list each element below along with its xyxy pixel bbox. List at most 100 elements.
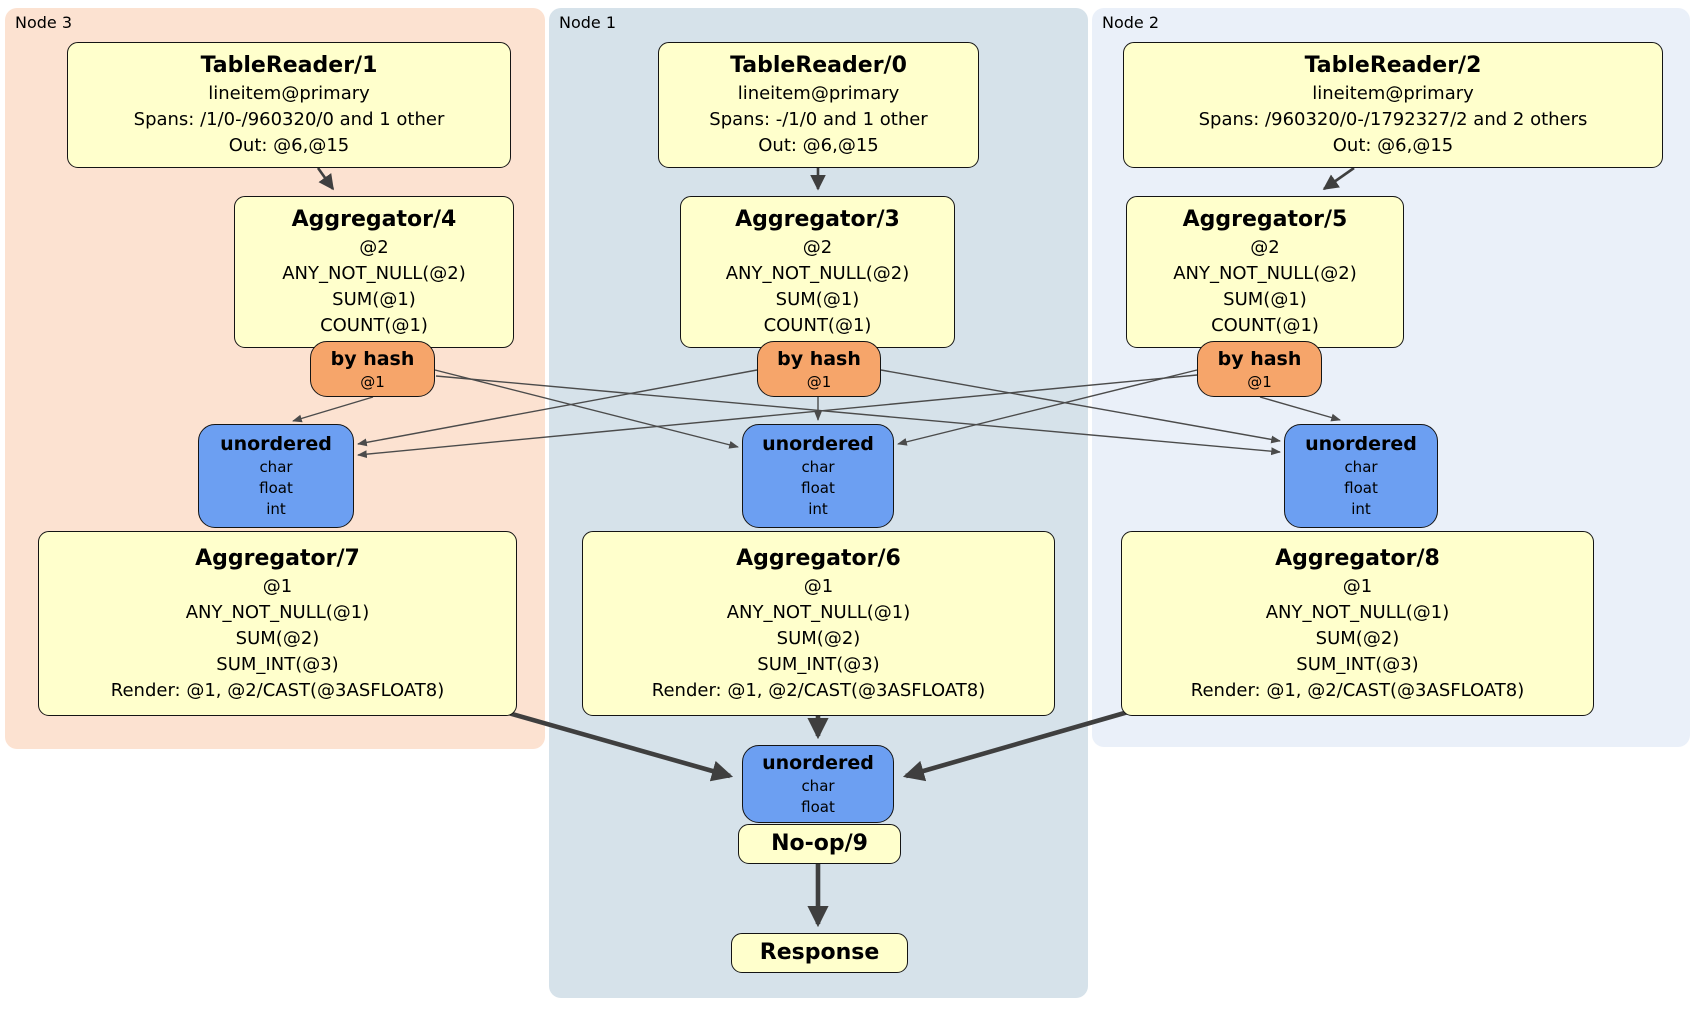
- box-line: SUM_INT(@3): [757, 653, 880, 675]
- sync-unordered-node3: unordered char float int: [198, 424, 354, 528]
- box-title: TableReader/1: [200, 53, 378, 78]
- box-line: Render: @1, @2/CAST(@3ASFLOAT8): [110, 679, 445, 701]
- processor-aggregator-7: Aggregator/7 @1 ANY_NOT_NULL(@1) SUM(@2)…: [38, 531, 517, 716]
- edge-router3-sync1: [434, 369, 739, 449]
- box-title: TableReader/2: [1304, 53, 1482, 78]
- edge-router2-sync1: [897, 369, 1198, 446]
- box-line: ANY_NOT_NULL(@1): [1265, 601, 1450, 623]
- processor-aggregator-8: Aggregator/8 @1 ANY_NOT_NULL(@1) SUM(@2)…: [1121, 531, 1594, 716]
- box-line: lineitem@primary: [737, 83, 900, 104]
- box-line: @2: [359, 237, 389, 258]
- box-line: @2: [1250, 237, 1280, 258]
- edge-router2-sync2: [1259, 396, 1341, 422]
- edge-tr1-agg4: [316, 167, 335, 191]
- edge-router1-sync3: [357, 369, 758, 447]
- edge-router1-sync2: [880, 369, 1281, 444]
- box-line: Spans: /960320/0-/1792327/2 and 2 others: [1198, 109, 1588, 130]
- box-line: ANY_NOT_NULL(@2): [1173, 263, 1357, 284]
- box-line: @1: [806, 372, 832, 391]
- processor-noop-9: No-op/9: [738, 824, 901, 864]
- box-line: SUM(@2): [235, 627, 320, 649]
- edge-router2-sync3: [357, 374, 1198, 459]
- box-title: unordered: [1305, 433, 1417, 455]
- box-line: SUM(@1): [775, 289, 860, 310]
- box-line: COUNT(@1): [320, 315, 428, 336]
- sync-unordered-node1: unordered char float int: [742, 424, 894, 528]
- region-node-1-label: Node 1: [559, 13, 617, 32]
- box-title: by hash: [1217, 347, 1302, 370]
- box-title: TableReader/0: [730, 53, 907, 78]
- box-line: float: [801, 797, 835, 816]
- edge-router3-sync2: [435, 375, 1281, 456]
- region-node-2-label: Node 2: [1102, 13, 1160, 32]
- box-title: unordered: [762, 433, 874, 455]
- edge-tr2-agg5: [1322, 166, 1355, 191]
- region-node-3-label: Node 3: [15, 13, 73, 32]
- box-line: char: [801, 776, 835, 795]
- box-line: SUM(@2): [1315, 627, 1400, 649]
- box-title: Aggregator/6: [736, 545, 901, 571]
- box-title: by hash: [330, 347, 415, 370]
- sync-unordered-final: unordered char float: [742, 745, 894, 823]
- processor-tablereader-0: TableReader/0 lineitem@primary Spans: -/…: [658, 42, 979, 168]
- box-line: @1: [262, 575, 293, 597]
- edge-agg8-syncfinal: [902, 709, 1129, 782]
- box-line: float: [1344, 479, 1378, 497]
- box-line: Spans: /1/0-/960320/0 and 1 other: [133, 109, 445, 130]
- processor-aggregator-5: Aggregator/5 @2 ANY_NOT_NULL(@2) SUM(@1)…: [1126, 196, 1404, 348]
- box-line: Out: @6,@15: [758, 135, 879, 156]
- box-line: float: [259, 479, 293, 497]
- processor-aggregator-3: Aggregator/3 @2 ANY_NOT_NULL(@2) SUM(@1)…: [680, 196, 955, 348]
- box-line: COUNT(@1): [1211, 315, 1319, 336]
- box-line: Out: @6,@15: [228, 135, 350, 156]
- box-line: int: [1351, 500, 1371, 518]
- box-line: @1: [360, 372, 385, 391]
- processor-aggregator-6: Aggregator/6 @1 ANY_NOT_NULL(@1) SUM(@2)…: [582, 531, 1055, 716]
- router-by-hash-node3: by hash @1: [310, 341, 435, 397]
- box-title: Aggregator/4: [291, 207, 457, 232]
- box-line: int: [808, 500, 828, 518]
- edge-agg7-syncfinal: [504, 709, 734, 782]
- box-title: by hash: [777, 347, 861, 370]
- box-line: ANY_NOT_NULL(@1): [185, 601, 370, 623]
- router-by-hash-node1: by hash @1: [757, 341, 881, 397]
- sync-unordered-node2: unordered char float int: [1284, 424, 1438, 528]
- box-line: char: [259, 458, 293, 476]
- box-line: int: [266, 500, 286, 518]
- box-line: @2: [802, 237, 833, 258]
- box-title: Response: [759, 940, 880, 965]
- box-line: ANY_NOT_NULL(@1): [726, 601, 911, 623]
- box-line: Render: @1, @2/CAST(@3ASFLOAT8): [1190, 679, 1525, 701]
- box-line: COUNT(@1): [763, 315, 872, 336]
- box-title: Aggregator/5: [1182, 207, 1348, 232]
- box-line: char: [801, 458, 835, 476]
- box-line: SUM_INT(@3): [216, 653, 339, 675]
- box-line: ANY_NOT_NULL(@2): [725, 263, 910, 284]
- box-title: unordered: [220, 433, 332, 455]
- box-line: SUM(@1): [332, 289, 416, 310]
- box-title: Aggregator/3: [735, 207, 900, 232]
- box-line: @1: [1247, 372, 1272, 391]
- box-line: ANY_NOT_NULL(@2): [282, 263, 466, 284]
- processor-aggregator-4: Aggregator/4 @2 ANY_NOT_NULL(@2) SUM(@1)…: [234, 196, 514, 348]
- box-line: @1: [803, 575, 834, 597]
- box-title: No-op/9: [771, 831, 868, 856]
- box-line: lineitem@primary: [1312, 83, 1474, 104]
- edge-router3-sync3: [292, 396, 374, 423]
- box-line: @1: [1342, 575, 1373, 597]
- processor-tablereader-1: TableReader/1 lineitem@primary Spans: /1…: [67, 42, 511, 168]
- box-line: char: [1344, 458, 1378, 476]
- box-line: SUM(@1): [1223, 289, 1307, 310]
- box-line: SUM_INT(@3): [1296, 653, 1419, 675]
- box-title: unordered: [762, 751, 874, 774]
- box-line: float: [801, 479, 835, 497]
- box-line: SUM(@2): [776, 627, 861, 649]
- box-title: Aggregator/7: [195, 545, 360, 571]
- processor-tablereader-2: TableReader/2 lineitem@primary Spans: /9…: [1123, 42, 1663, 168]
- box-title: Aggregator/8: [1275, 545, 1440, 571]
- box-line: Out: @6,@15: [1332, 135, 1454, 156]
- box-line: Render: @1, @2/CAST(@3ASFLOAT8): [651, 679, 986, 701]
- processor-response: Response: [731, 933, 908, 973]
- router-by-hash-node2: by hash @1: [1197, 341, 1322, 397]
